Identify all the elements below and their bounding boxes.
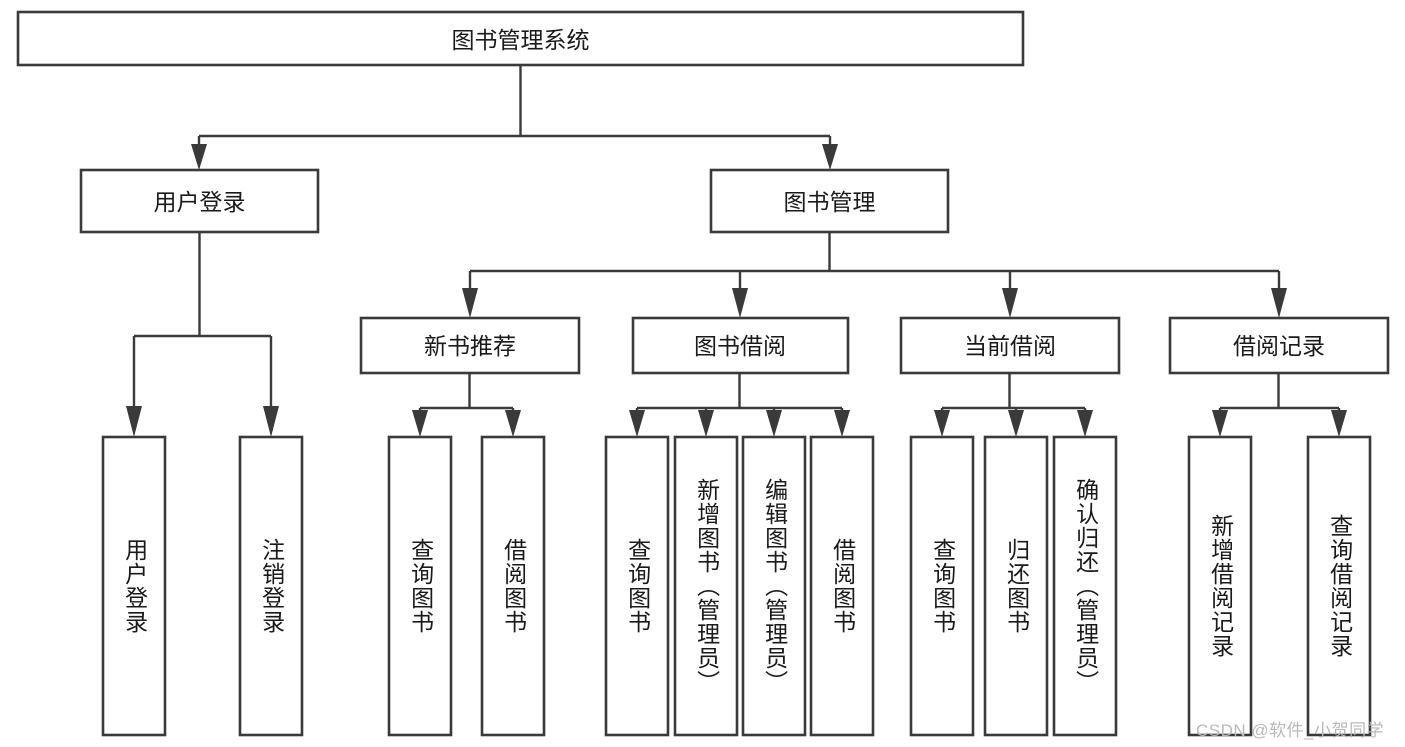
arrow-head-leaf-borrow-edit <box>766 410 782 437</box>
arrow-head-book-manage <box>822 144 838 170</box>
node-user-login-label: 用户登录 <box>154 189 246 215</box>
arrow-head-leaf-rec-query <box>412 410 428 437</box>
arrow-head-leaf-rec-add <box>1212 410 1228 437</box>
arrow-head-leaf-borrow-lend <box>834 410 850 437</box>
arrow-head-current-borrow <box>1002 288 1018 318</box>
arrow-head-leaf-user-logout <box>263 406 279 437</box>
node-root-label: 图书管理系统 <box>452 27 590 53</box>
csdn-watermark: CSDN @软件_小贺同学 <box>1196 721 1385 740</box>
connector-group-user-login <box>126 232 279 437</box>
node-borrow-record-box[interactable] <box>1168 316 1390 375</box>
arrow-head-leaf-borrow-query <box>629 410 645 437</box>
leaf-box-user-login[interactable] <box>101 435 167 737</box>
leaf-box-borrow-query[interactable] <box>604 435 670 737</box>
node-book-borrow[interactable]: 图书借阅 <box>631 316 850 375</box>
arrow-head-leaf-rec-query2 <box>1331 410 1347 437</box>
leaf-box-rec-borrow[interactable] <box>480 435 546 737</box>
node-book-borrow-label: 图书借阅 <box>694 333 786 359</box>
connector-group-root <box>191 65 838 170</box>
leaf-box-borrow-lend[interactable] <box>809 435 875 737</box>
node-book-manage-box[interactable] <box>709 168 950 234</box>
leaf-box-user-logout[interactable] <box>238 435 304 737</box>
node-new-book-rec-label: 新书推荐 <box>424 333 516 359</box>
node-book-borrow-box[interactable] <box>631 316 850 375</box>
node-new-book-rec[interactable]: 新书推荐 <box>359 316 581 375</box>
arrow-head-leaf-user-login <box>126 406 142 437</box>
leaf-box-borrow-edit[interactable] <box>741 435 807 737</box>
node-book-manage-label: 图书管理 <box>784 189 876 215</box>
arrow-head-leaf-cur-confirm <box>1077 410 1093 437</box>
node-user-login-box[interactable] <box>79 168 320 234</box>
node-current-borrow[interactable]: 当前借阅 <box>899 316 1121 375</box>
leaf-box-rec-add[interactable] <box>1187 435 1253 737</box>
connector-group-borrow-record <box>1212 373 1347 437</box>
node-current-borrow-label: 当前借阅 <box>964 333 1056 359</box>
node-new-book-rec-box[interactable] <box>359 316 581 375</box>
leaf-box-rec-query2[interactable] <box>1306 435 1372 737</box>
arrow-head-leaf-rec-borrow <box>505 410 521 437</box>
node-current-borrow-box[interactable] <box>899 316 1121 375</box>
arrow-head-user-login <box>191 144 207 170</box>
node-borrow-record[interactable]: 借阅记录 <box>1168 316 1390 375</box>
leaf-boxes-group <box>101 435 1372 737</box>
connector-group-new-book-rec <box>412 373 521 437</box>
node-user-login[interactable]: 用户登录 <box>79 168 320 234</box>
connector-group-book-borrow <box>629 373 850 437</box>
node-book-manage[interactable]: 图书管理 <box>709 168 950 234</box>
leaf-box-borrow-add[interactable] <box>673 435 739 737</box>
node-root-box[interactable] <box>16 10 1025 67</box>
node-borrow-record-label: 借阅记录 <box>1233 333 1325 359</box>
leaf-box-rec-query[interactable] <box>387 435 453 737</box>
leaf-box-cur-confirm[interactable] <box>1052 435 1118 737</box>
leaf-box-cur-query[interactable] <box>909 435 975 737</box>
leaf-box-cur-return[interactable] <box>983 435 1049 737</box>
connector-group-current-borrow <box>934 373 1093 437</box>
arrow-head-leaf-cur-query <box>934 410 950 437</box>
connector-group-book-manage <box>462 232 1287 318</box>
arrow-head-new-book-rec <box>462 288 478 318</box>
arrow-head-leaf-cur-return <box>1008 410 1024 437</box>
arrow-head-book-borrow <box>732 288 748 318</box>
node-root[interactable]: 图书管理系统 <box>16 10 1025 67</box>
arrow-head-borrow-record <box>1271 288 1287 318</box>
arrow-head-leaf-borrow-add <box>698 410 714 437</box>
